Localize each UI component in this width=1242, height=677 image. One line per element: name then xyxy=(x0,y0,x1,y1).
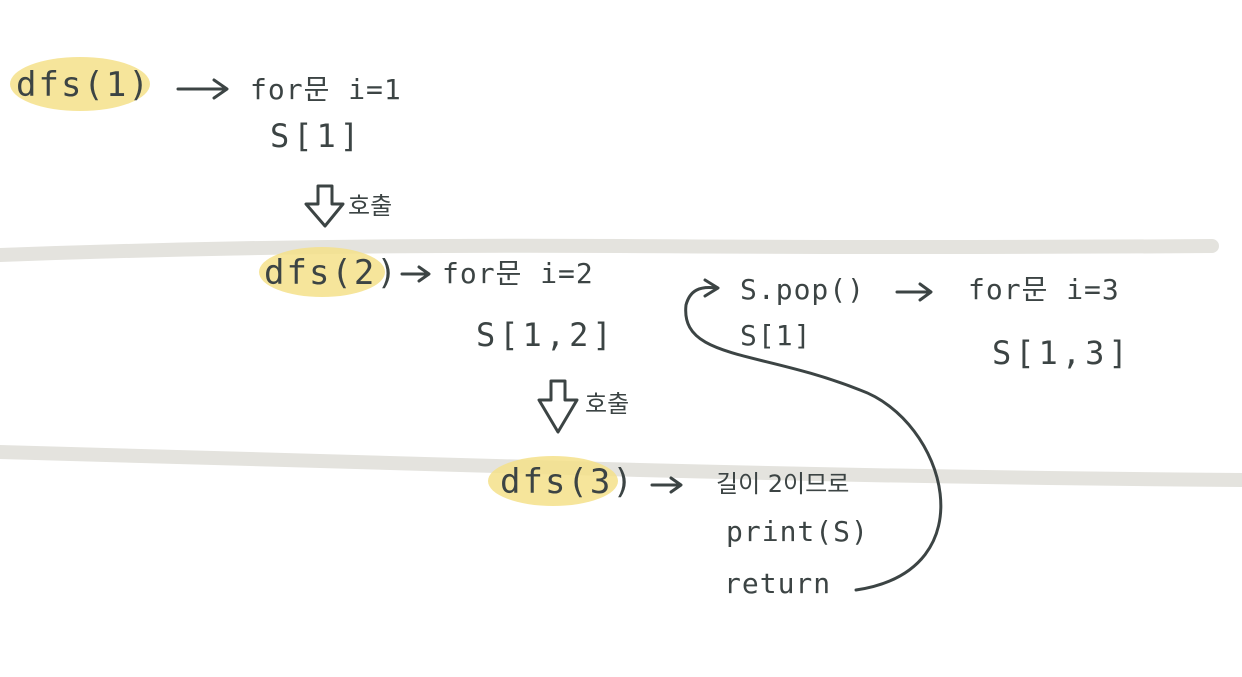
stack-state-1: S[1] xyxy=(270,117,364,155)
right-arrow-icon xyxy=(650,476,683,494)
highlight-dfs3 xyxy=(488,456,618,506)
right-arrow-icon xyxy=(400,265,431,283)
return-curve-arrow-icon xyxy=(684,278,943,592)
print-statement: print(S) xyxy=(726,515,869,548)
right-arrow-icon xyxy=(895,282,933,302)
stack-state-3: S[1,3] xyxy=(992,334,1132,372)
call-dfs3: dfs(3) xyxy=(500,462,635,502)
loop-label-3: for문 i=3 xyxy=(968,273,1120,306)
return-statement: return xyxy=(724,567,832,600)
hollow-down-arrow-icon xyxy=(537,379,579,434)
call-dfs1: dfs(1) xyxy=(16,65,151,105)
highlight-dfs2 xyxy=(259,247,385,297)
loop-label-1: for문 i=1 xyxy=(250,73,402,106)
loop-label-2: for문 i=2 xyxy=(442,257,594,290)
highlight-dfs1 xyxy=(10,57,150,111)
call-label-2: 호출 xyxy=(585,390,630,418)
stack-after-pop: S[1] xyxy=(740,319,812,352)
right-arrow-icon xyxy=(176,78,229,100)
stack-state-2: S[1,2] xyxy=(476,316,616,354)
hollow-down-arrow-icon xyxy=(304,184,345,228)
pop-statement: S.pop() xyxy=(740,273,866,306)
base-case-note: 길이 2이므로 xyxy=(716,470,850,498)
divider-line-2 xyxy=(0,445,1242,487)
call-label-1: 호출 xyxy=(348,192,393,220)
divider-line-1 xyxy=(0,238,1219,262)
call-dfs2: dfs(2) xyxy=(264,253,399,293)
